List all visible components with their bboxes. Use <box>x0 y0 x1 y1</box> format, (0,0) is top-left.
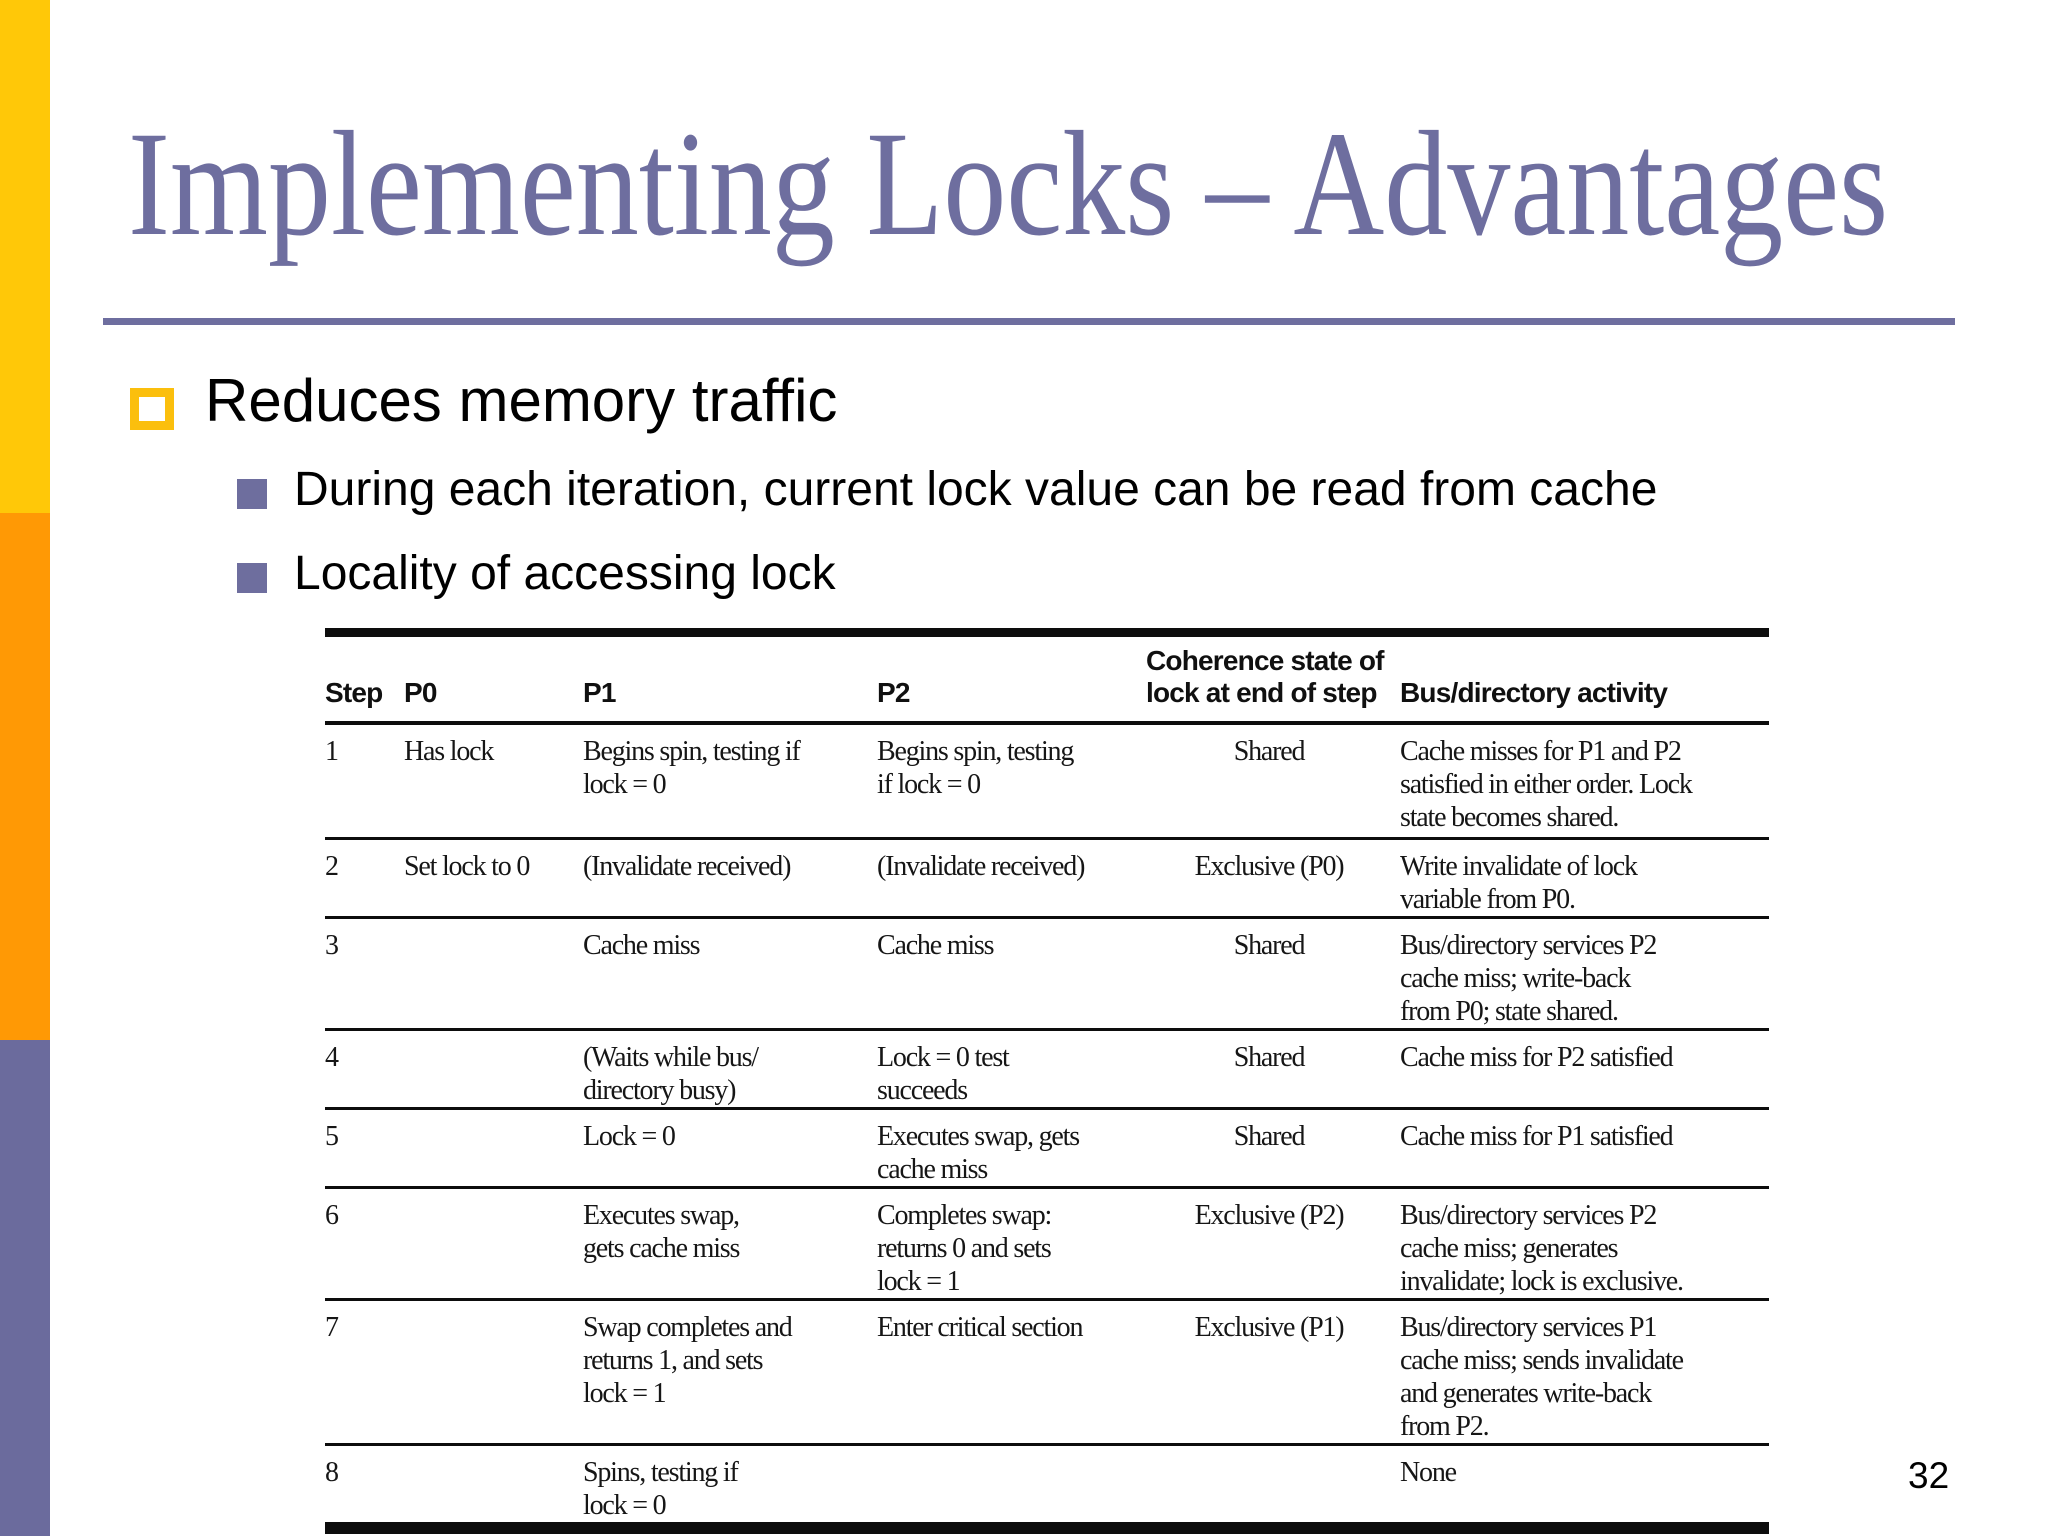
column-header-5: Bus/directory activity <box>1400 677 1668 708</box>
table-cell: Cache miss for P2 satisfied <box>1400 1041 1674 1073</box>
table-cell: Swap completes and returns 1, and sets l… <box>583 1311 793 1409</box>
table-cell: Set lock to 0 <box>404 850 530 882</box>
table-cell: 1 <box>325 736 339 767</box>
table-header: Step P0 P1 P2 Coherence state of lock at end… <box>325 633 1769 723</box>
table-cell: Cache miss <box>877 929 995 961</box>
table-cell: (Waits while bus/ directory busy) <box>583 1041 759 1106</box>
table-cell: Write invalidate of lock variable from P… <box>1400 850 1638 915</box>
table-cell: 5 <box>325 1120 339 1152</box>
column-header-1: P0 <box>404 677 437 708</box>
table-row: 3 Cache miss Cache miss Shared Bus/directory… <box>325 917 1769 1029</box>
table-cell: Bus/directory services P2 cache miss; ge… <box>1400 1199 1684 1297</box>
sub-bullet-2: Locality of accessing lock <box>294 547 836 600</box>
table-cell: Begins spin, testing if lock = 0 <box>877 736 1074 800</box>
table-cell: 6 <box>325 1199 339 1231</box>
table-cell <box>404 1108 583 1187</box>
table: Step P0 P1 P2 Coherence state of lock at end… <box>325 628 1769 1534</box>
table-cell: (Invalidate received) <box>583 850 791 882</box>
table-cell <box>877 1444 1146 1528</box>
accent-bar-yellow <box>0 0 50 513</box>
bullet-level1: Reduces memory traffic <box>205 367 838 434</box>
title-underline <box>103 318 1955 325</box>
sub-bullet-1: During each iteration, current lock valu… <box>294 463 1658 516</box>
table-cell <box>1146 1444 1400 1528</box>
table-row: 8 Spins, testing if lock = 0 None <box>325 1444 1769 1528</box>
table-cell <box>404 1187 583 1299</box>
table-cell: Bus/directory services P1 cache miss; se… <box>1400 1311 1684 1442</box>
accent-bar-purple <box>0 1040 50 1536</box>
table-cell <box>404 1029 583 1108</box>
table-cell: Cache miss <box>583 929 701 961</box>
table-cell <box>404 917 583 1029</box>
column-header-3: P2 <box>877 677 910 708</box>
table-cell: (Invalidate received) <box>877 850 1085 882</box>
page-number: 32 <box>1908 1455 1950 1496</box>
table-cell <box>404 1299 583 1444</box>
table-cell: 2 <box>325 850 339 882</box>
table-cell: Shared <box>1233 736 1306 767</box>
accent-bar-orange <box>0 513 50 1040</box>
sub-bullet-square-icon <box>237 563 267 593</box>
table-cell: 4 <box>325 1041 339 1073</box>
table-cell: Exclusive (P0) <box>1194 850 1345 882</box>
table-cell: Lock = 0 test succeeds <box>877 1041 1010 1106</box>
table-cell: Lock = 0 <box>583 1120 676 1152</box>
table-cell: 3 <box>325 929 339 961</box>
table-row: 4 (Waits while bus/ directory busy) Lock =… <box>325 1029 1769 1108</box>
table-cell: 8 <box>325 1456 339 1488</box>
table-cell: Executes swap, gets cache miss <box>877 1120 1080 1185</box>
table-cell: Shared <box>1233 1041 1306 1073</box>
table-header-row: Step P0 P1 P2 Coherence state of lock at end… <box>325 633 1769 723</box>
table-cell: Executes swap, gets cache miss <box>583 1199 740 1264</box>
table-cell: Begins spin, testing if lock = 0 <box>583 736 801 800</box>
table-cell: Cache misses for P1 and P2 satisfied in … <box>1400 736 1693 833</box>
column-header-0: Step <box>325 677 383 708</box>
table-cell: Shared <box>1233 1120 1306 1152</box>
table-cell: None <box>1400 1456 1457 1488</box>
table-row: 2 Set lock to 0 (Invalidate received) (Inva… <box>325 838 1769 917</box>
sub-bullet-square-icon <box>237 479 267 509</box>
table-cell: Cache miss for P1 satisfied <box>1400 1120 1674 1152</box>
table-cell: Has lock <box>404 736 494 767</box>
table-cell: 7 <box>325 1311 339 1343</box>
table-row: 1 Has lock Begins spin, testing if lock = … <box>325 723 1769 838</box>
table-cell: Bus/directory services P2 cache miss; wr… <box>1400 929 1657 1027</box>
bullet-square-icon <box>130 388 174 430</box>
table-cell: Completes swap: returns 0 and sets lock … <box>877 1199 1052 1297</box>
table-row: 7 Swap completes and returns 1, and sets … <box>325 1299 1769 1444</box>
table-row: 6 Executes swap, gets cache miss Completes… <box>325 1187 1769 1299</box>
table-cell: Enter critical section <box>877 1311 1083 1343</box>
table-body: 1 Has lock Begins spin, testing if lock = … <box>325 723 1769 1528</box>
slide-title: Implementing Locks – Advantages <box>128 101 1889 267</box>
table-row: 5 Lock = 0 Executes swap, gets cache miss S… <box>325 1108 1769 1187</box>
table-cell: Spins, testing if lock = 0 <box>583 1456 739 1521</box>
table-cell: Exclusive (P1) <box>1194 1311 1345 1343</box>
column-header-4: Coherence state of lock at end of step <box>1146 645 1384 708</box>
table-cell <box>404 1444 583 1528</box>
table-cell: Exclusive (P2) <box>1194 1199 1345 1231</box>
table-cell: Shared <box>1233 929 1306 961</box>
column-header-2: P1 <box>583 677 616 708</box>
lock-coherence-table: Step P0 P1 P2 Coherence state of lock at end… <box>325 628 1769 1534</box>
